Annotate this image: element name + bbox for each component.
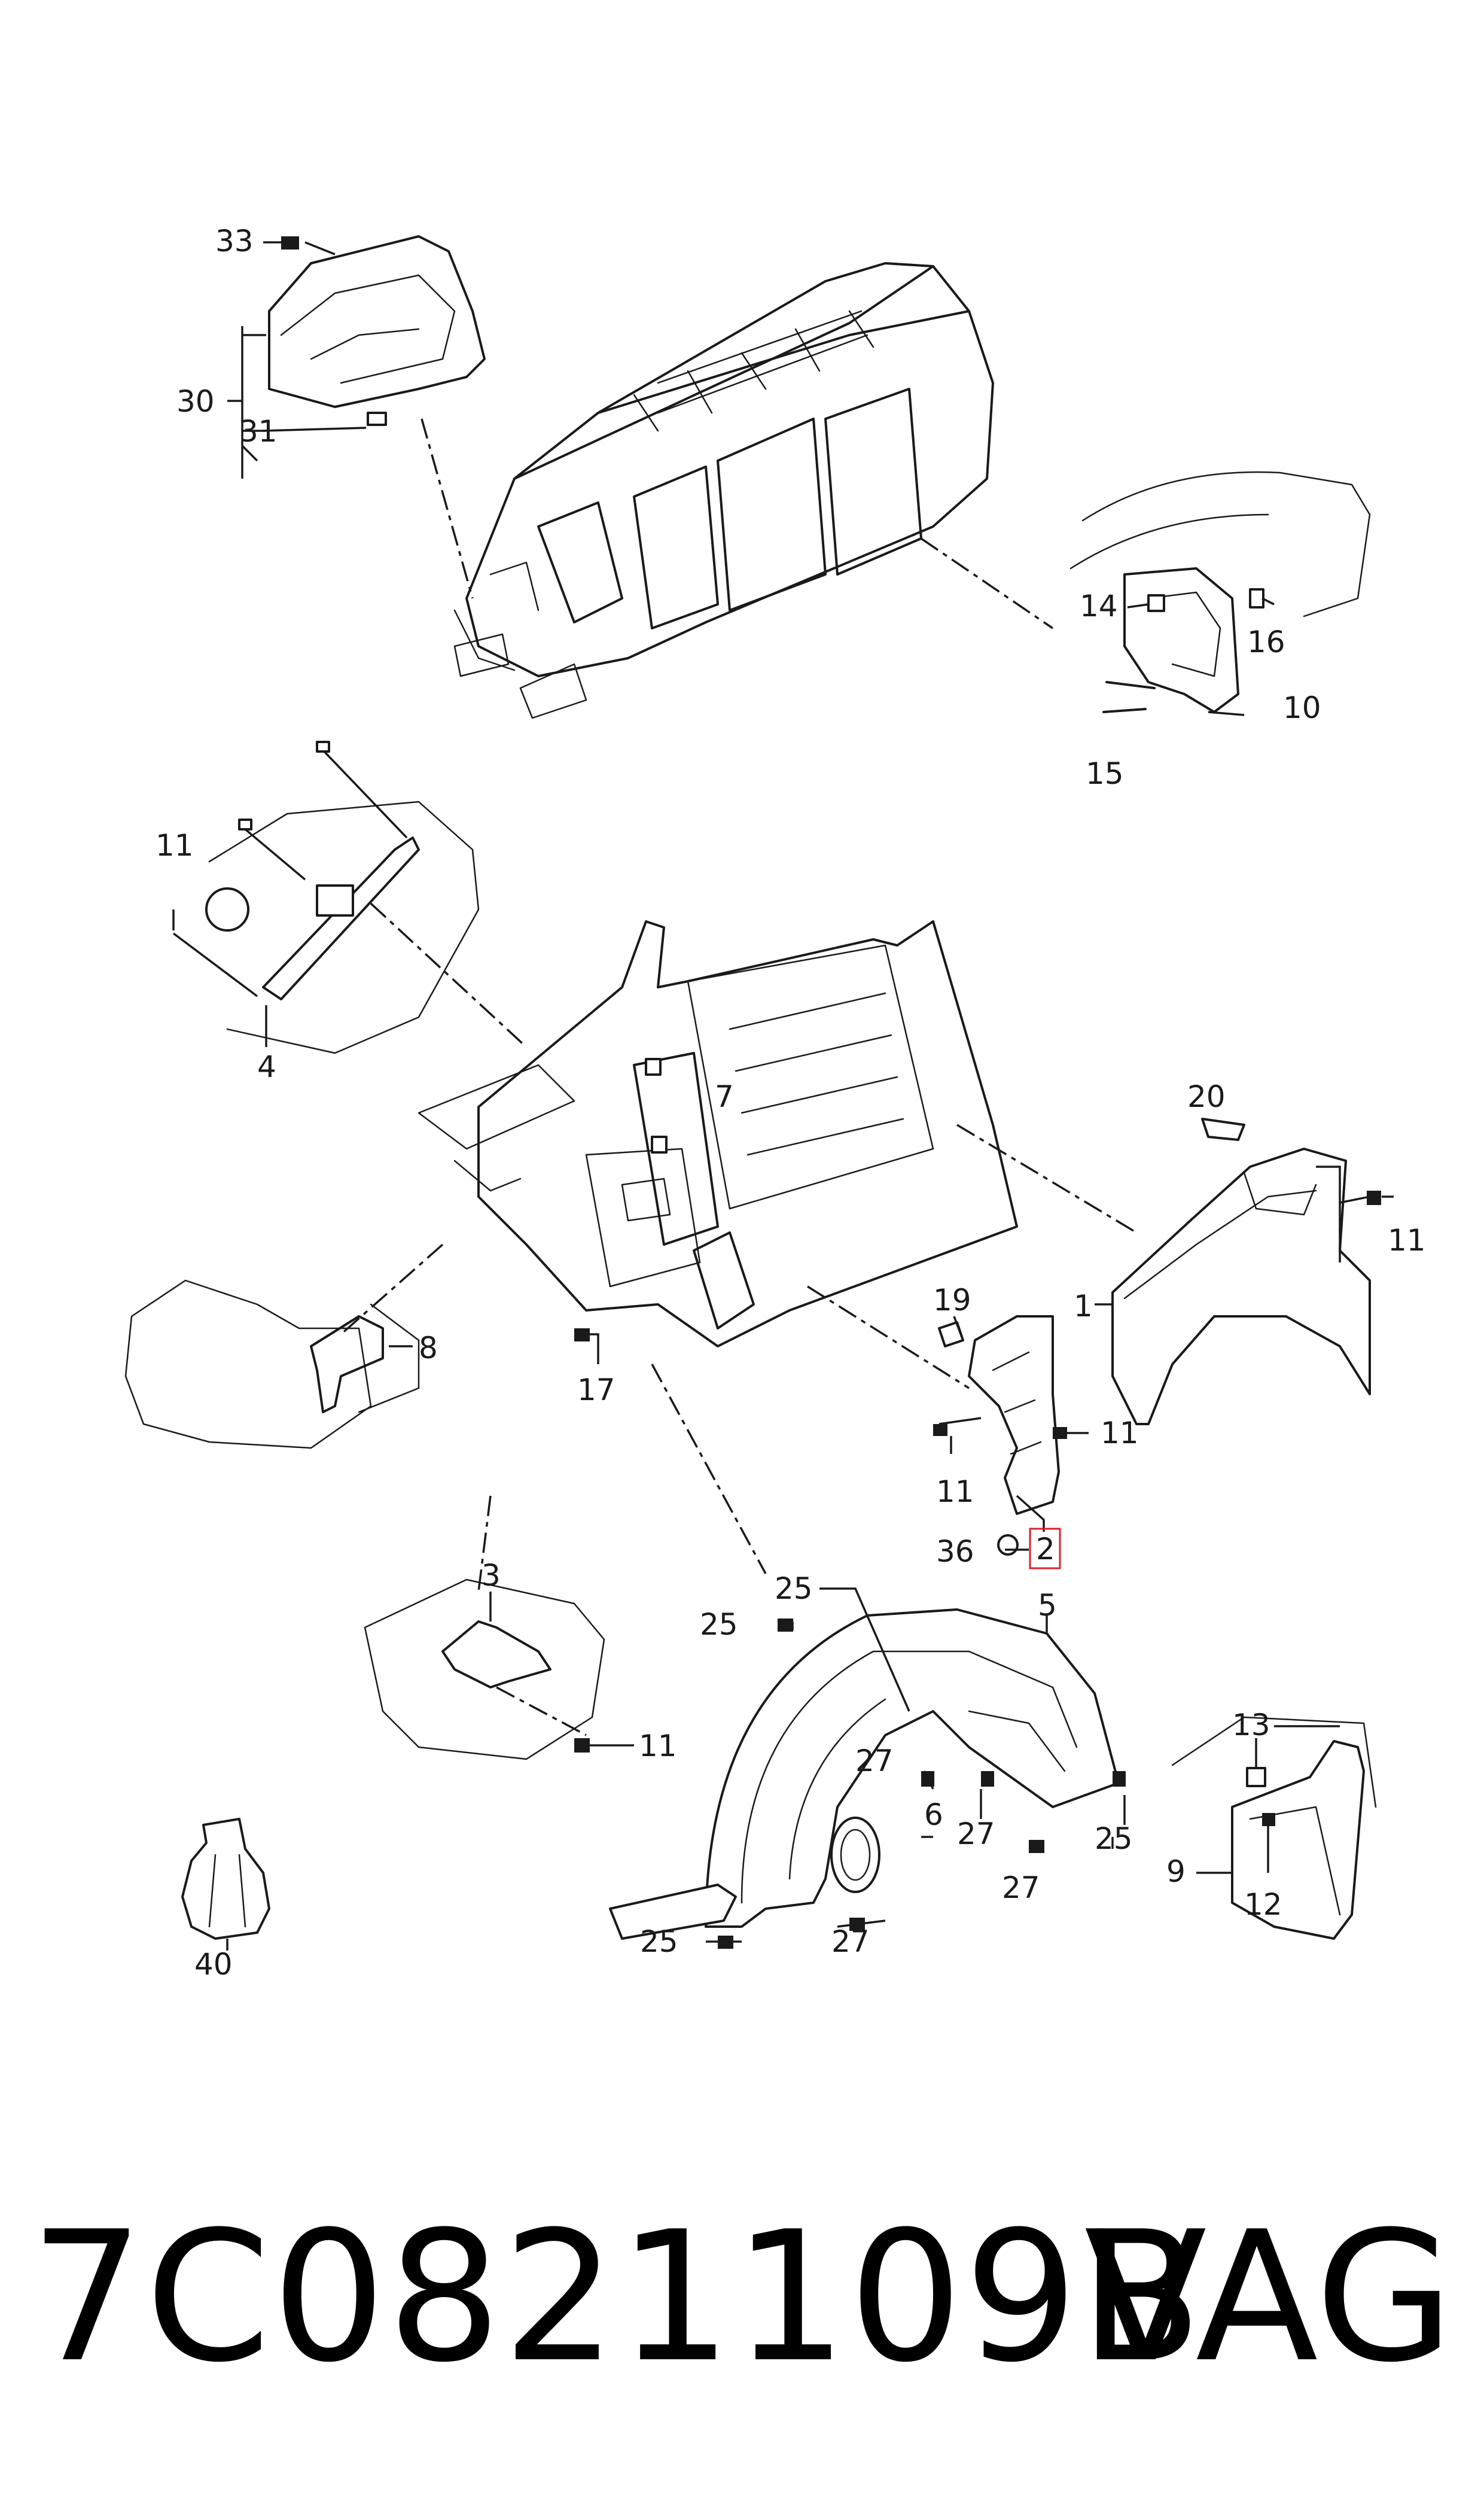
label-9: 9 <box>1166 1854 1186 1889</box>
label-19: 19 <box>933 1283 971 1318</box>
label-11c: 11 <box>1101 1416 1139 1450</box>
label-10: 10 <box>1283 690 1321 725</box>
label-30: 30 <box>176 384 215 419</box>
label-14: 14 <box>1080 589 1118 623</box>
van-body-shell <box>453 262 994 719</box>
label-25c: 25 <box>1095 1821 1133 1856</box>
label-4: 4 <box>257 1049 276 1084</box>
label-27c: 27 <box>1002 1870 1040 1905</box>
rear-mudguard-part-10 <box>921 471 1371 716</box>
label-33: 33 <box>215 224 254 258</box>
front-mudflap-part-9 <box>1171 1716 1377 1940</box>
label-11e: 11 <box>639 1729 677 1763</box>
label-12: 12 <box>1244 1887 1282 1922</box>
label-27a: 27 <box>855 1744 894 1778</box>
brand-name: VAG <box>1084 2193 1454 2402</box>
bracket-part-8 <box>124 1243 444 1449</box>
label-13: 13 <box>1232 1708 1270 1742</box>
label-3: 3 <box>482 1558 501 1593</box>
label-11d: 11 <box>936 1474 974 1509</box>
highlight-box-2 <box>1029 1528 1061 1569</box>
grommet-part-40 <box>181 1818 270 1951</box>
label-11a: 11 <box>156 828 194 863</box>
label-25d: 25 <box>640 1924 678 1959</box>
front-wing-part-1 <box>956 1118 1394 1425</box>
label-11b: 11 <box>1388 1223 1426 1258</box>
wheel-housing-liner-part-5 <box>609 1587 1126 1949</box>
label-16: 16 <box>1247 625 1285 659</box>
label-8: 8 <box>419 1331 438 1365</box>
label-31: 31 <box>239 414 278 449</box>
label-7: 7 <box>715 1079 734 1114</box>
cowl-panel-part-30 <box>227 235 486 599</box>
label-25a: 25 <box>775 1571 813 1606</box>
parts-exploded-diagram: 33 30 31 14 16 10 15 11 4 7 20 11 1 8 17… <box>124 224 1426 1982</box>
front-body-side <box>358 920 1018 1413</box>
label-27b: 27 <box>957 1817 995 1851</box>
label-5: 5 <box>1038 1588 1057 1623</box>
callout-labels: 33 30 31 14 16 10 15 11 4 7 20 11 1 8 17… <box>156 224 1426 1982</box>
label-20: 20 <box>1187 1079 1226 1114</box>
label-15: 15 <box>1086 756 1124 791</box>
label-2: 2 <box>1036 1532 1055 1566</box>
clip-part-17 <box>574 1328 767 1574</box>
part-number: 7C0821109B <box>30 2193 1204 2402</box>
bracket-part-3 <box>364 1495 634 1760</box>
support-bracket-part-2 <box>807 1285 1089 1556</box>
label-27d: 27 <box>831 1924 870 1959</box>
label-1: 1 <box>1074 1289 1093 1324</box>
label-40: 40 <box>194 1947 233 1982</box>
label-25b: 25 <box>700 1607 738 1642</box>
label-17: 17 <box>577 1373 615 1407</box>
cowl-strut-part-4 <box>172 741 528 1054</box>
label-36: 36 <box>936 1534 974 1569</box>
label-6: 6 <box>924 1797 943 1832</box>
